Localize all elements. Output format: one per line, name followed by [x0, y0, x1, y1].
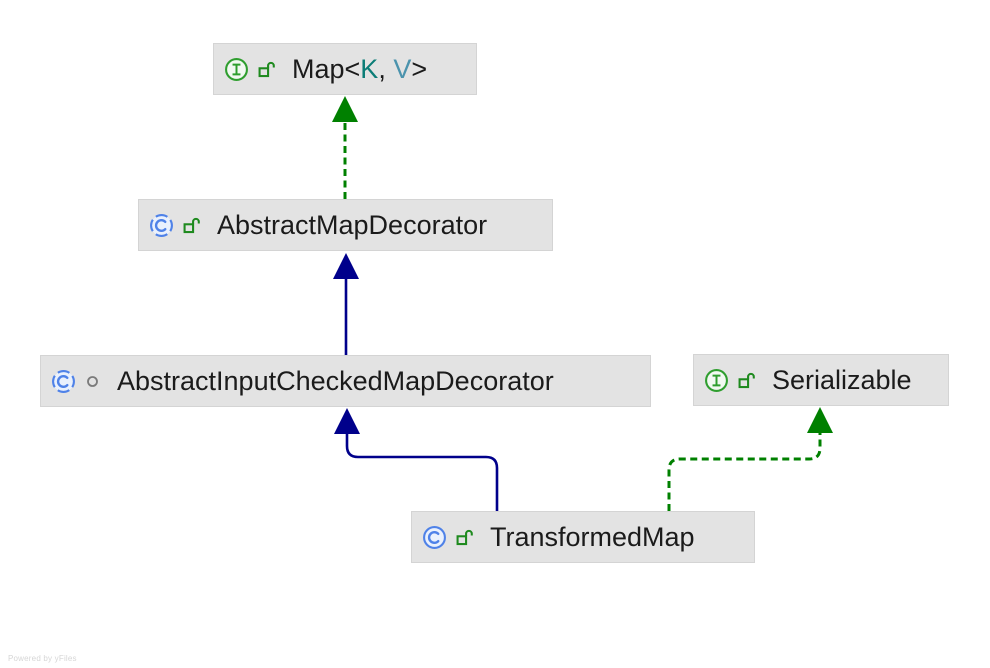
- type-param-v: V: [393, 53, 412, 84]
- triangle-arrowhead-icon: [334, 408, 360, 434]
- node-abstractmapdecorator[interactable]: AbstractMapDecorator: [138, 199, 553, 251]
- edge-line[interactable]: [345, 433, 499, 511]
- edge-line[interactable]: [667, 432, 822, 511]
- interface-icon: [705, 368, 728, 392]
- node-serializable[interactable]: Serializable: [693, 354, 949, 406]
- node-label: TransformedMap: [490, 521, 695, 552]
- edge-implements-abstractmapdecorator-to-map[interactable]: [332, 96, 358, 199]
- edge-implements-transformedmap-to-serializable[interactable]: [667, 407, 833, 511]
- node-transformedmap[interactable]: TransformedMap: [411, 511, 755, 563]
- interface-icon: [225, 57, 248, 81]
- public-lock-icon: [258, 61, 275, 77]
- triangle-arrowhead-icon: [807, 407, 833, 433]
- triangle-arrowhead-icon: [332, 96, 358, 122]
- node-map-interface[interactable]: Map<K, V>: [213, 43, 477, 95]
- edge-extends-abstractinputcheckedmapdecorator-to-abstractmapdecorator[interactable]: [333, 253, 359, 355]
- type-param-k: K: [360, 53, 379, 84]
- label-suffix: >: [411, 53, 428, 84]
- node-label: Serializable: [772, 364, 912, 395]
- public-lock-icon: [738, 372, 755, 388]
- label-comma: ,: [378, 53, 394, 84]
- powered-by-yfiles-label: Powered by yFiles: [8, 654, 77, 663]
- label-prefix: Map<: [292, 53, 361, 84]
- node-icons: [51, 369, 100, 394]
- package-local-icon: [87, 375, 98, 387]
- node-label: AbstractMapDecorator: [217, 209, 488, 240]
- public-lock-icon: [183, 217, 200, 233]
- node-label: Map<K, V>: [292, 53, 428, 84]
- node-icons: [149, 213, 200, 238]
- triangle-arrowhead-icon: [333, 253, 359, 279]
- node-label: AbstractInputCheckedMapDecorator: [117, 365, 554, 396]
- node-icons: [704, 368, 755, 393]
- node-abstractinputcheckedmapdecorator[interactable]: AbstractInputCheckedMapDecorator: [40, 355, 651, 407]
- abstract-class-icon: [52, 369, 75, 393]
- public-lock-icon: [456, 529, 473, 545]
- abstract-class-icon: [150, 213, 173, 237]
- node-icons: [422, 525, 473, 550]
- node-icons: [224, 57, 275, 82]
- class-icon: [423, 525, 446, 549]
- edge-extends-transformedmap-to-abstractinputcheckedmapdecorator[interactable]: [334, 408, 499, 511]
